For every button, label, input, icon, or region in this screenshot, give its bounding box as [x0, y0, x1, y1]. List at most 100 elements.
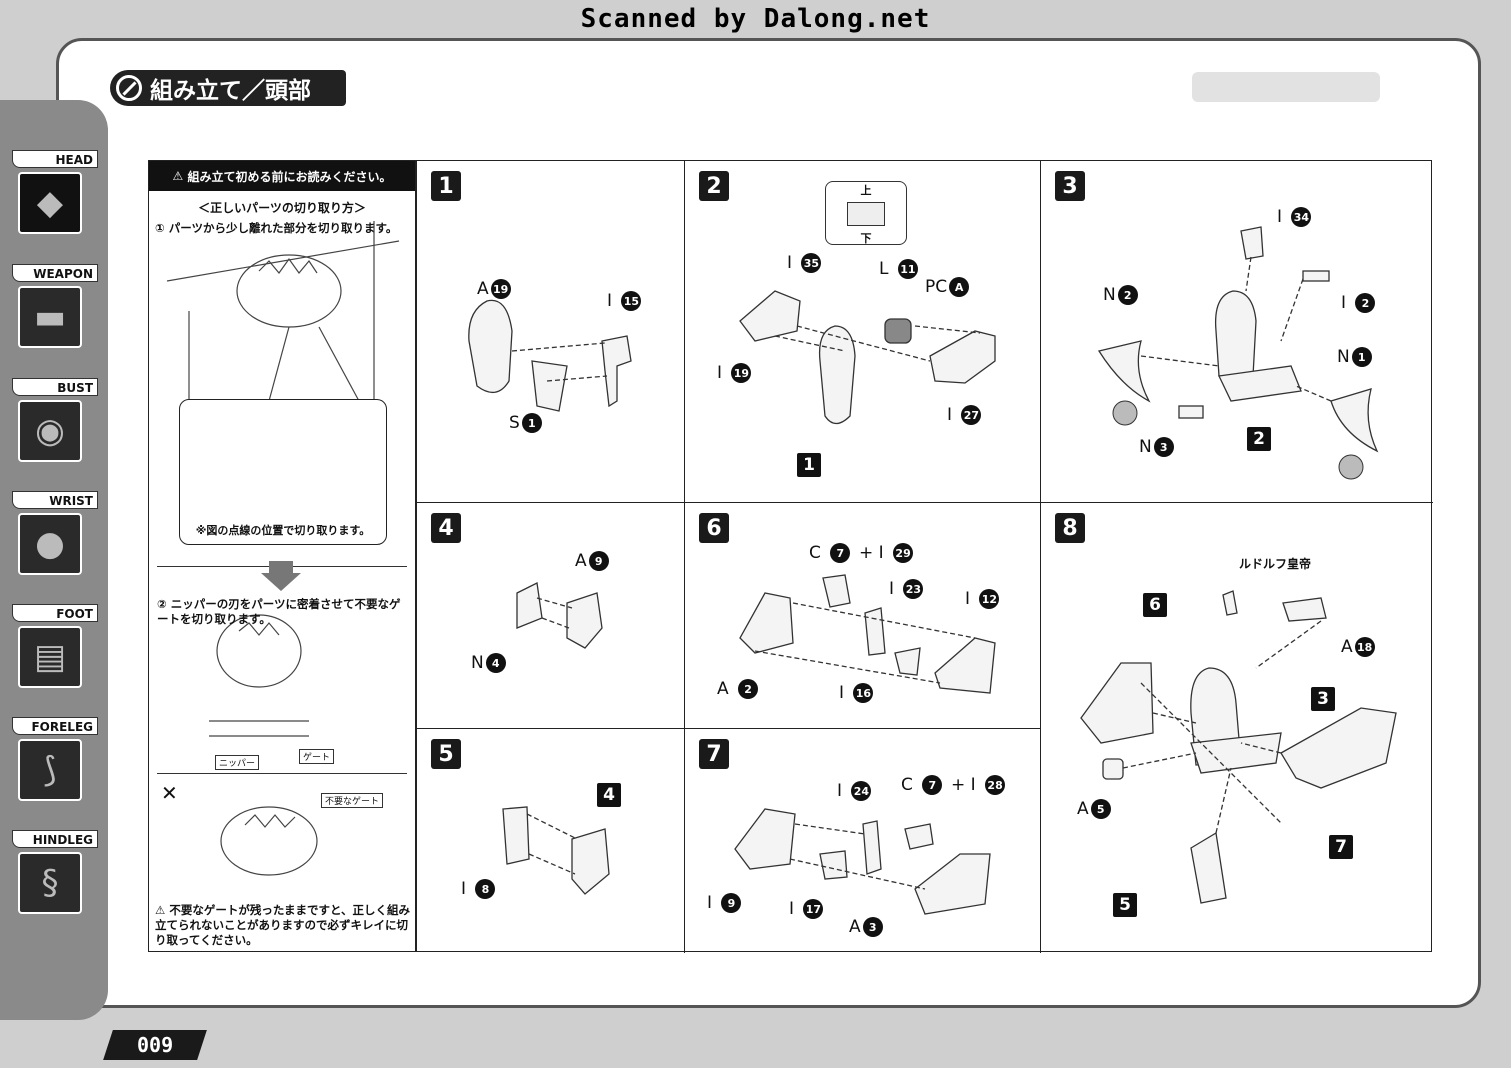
step-reference: 2: [1247, 427, 1271, 451]
inset-bottom-label: 下: [860, 232, 872, 245]
wrong-mark: ✕: [161, 781, 178, 805]
note-step2: ② ニッパーの刃をパーツに密着させて不要なゲートを切り取ります。: [157, 597, 401, 626]
step-reference: 3: [1311, 687, 1335, 711]
sidebar-item-wrist[interactable]: WRIST ●: [12, 491, 98, 587]
part-label: I 19: [717, 363, 752, 383]
part-label: L 11: [879, 259, 918, 279]
step-reference: 6: [1143, 593, 1167, 617]
unneeded-gate-tag: 不要なゲート: [321, 793, 384, 808]
wrist-icon: ●: [18, 513, 82, 575]
page-number: 009: [103, 1030, 207, 1060]
nipper-tag: ニッパー: [215, 755, 260, 770]
part-label: + I 29: [859, 543, 914, 563]
part-label: I 12: [965, 589, 1000, 609]
step-6-diagram: [739, 574, 996, 694]
part-label: + I 28: [951, 775, 1006, 795]
hindleg-icon: §: [18, 852, 82, 914]
sidebar-item-label: HINDLEG: [12, 830, 98, 848]
warning-icon: ⚠: [155, 903, 170, 917]
sidebar-item-label: WRIST: [12, 491, 98, 509]
divider: [157, 773, 407, 774]
gate-tag: ゲート: [299, 749, 335, 764]
sidebar-item-head[interactable]: HEAD ◆: [12, 150, 98, 246]
orientation-inset: 上 下: [825, 181, 907, 245]
note-step1: ① パーツから少し離れた部分を切り取ります。: [155, 221, 398, 235]
part-label: I 15: [607, 291, 642, 311]
step-number: 6: [699, 513, 729, 543]
part-label: I 9: [707, 893, 742, 913]
part-label: I 35: [787, 253, 822, 273]
inset-top-label: 上: [860, 184, 872, 197]
step-number: 5: [431, 739, 461, 769]
step-6: 6 C 7 + I 29 I 23 I 12 A 2 I 16: [685, 503, 1041, 729]
sidebar-item-hindleg[interactable]: HINDLEG §: [12, 830, 98, 926]
step-5: 5 4 I 8: [417, 729, 685, 953]
part-label: I 2: [1341, 293, 1376, 313]
corner-decoration: [1192, 72, 1380, 102]
step-4-diagram: [516, 582, 603, 649]
scan-credit: Scanned by Dalong.net: [580, 4, 931, 34]
wolf-head-icon: ◆: [18, 172, 82, 234]
step-8-diagram: [1080, 590, 1397, 904]
sidebar-item-label: HEAD: [12, 150, 98, 168]
step-number: 1: [431, 171, 461, 201]
sidebar-item-bust[interactable]: BUST ◉: [12, 378, 98, 474]
step-number: 2: [699, 171, 729, 201]
sidebar-item-label: FOOT: [12, 604, 98, 622]
step-reference: 5: [1113, 893, 1137, 917]
part-label: A 2: [717, 679, 759, 699]
note-header-text: 組み立て初める前にお読みください。: [187, 169, 392, 184]
cutting-instructions-panel: ⚠ 組み立て初める前にお読みください。 ＜正しいパーツの切り取り方＞ ① パーツ…: [148, 160, 416, 952]
inset-part: [847, 202, 885, 226]
page-title-bar: 組み立て／頭部: [110, 70, 346, 106]
step-number: 7: [699, 739, 729, 769]
step-7-diagram: [734, 808, 991, 915]
note-header: ⚠ 組み立て初める前にお読みください。: [149, 161, 415, 191]
page-title: 組み立て／頭部: [150, 78, 311, 104]
part-label: I 23: [889, 579, 924, 599]
warning-text: 不要なゲートが残ったままですと、正しく組み立てられないことがありますので必ずキレ…: [155, 903, 411, 947]
part-label: I 8: [461, 879, 496, 899]
sidebar-item-foreleg[interactable]: FORELEG ⟆: [12, 717, 98, 813]
step-reference: 7: [1329, 835, 1353, 859]
foreleg-icon: ⟆: [18, 739, 82, 801]
sidebar-item-weapon[interactable]: WEAPON ▬: [12, 264, 98, 360]
page-number-text: 009: [136, 1033, 174, 1057]
sidebar-item-foot[interactable]: FOOT ▤: [12, 604, 98, 700]
runner-illustration: [166, 221, 400, 876]
sidebar-item-label: FORELEG: [12, 717, 98, 735]
sidebar-item-label: BUST: [12, 378, 98, 396]
note-warning: ⚠ 不要なゲートが残ったままですと、正しく組み立てられないことがありますので必ず…: [155, 903, 411, 948]
step-2-diagram: [739, 290, 996, 425]
warning-icon: ⚠: [172, 169, 188, 183]
step-3-diagram: [1097, 226, 1379, 480]
part-label: C 7: [901, 775, 943, 795]
step-reference: 4: [597, 783, 621, 807]
bust-icon: ◉: [18, 400, 82, 462]
foot-icon: ▤: [18, 626, 82, 688]
part-label: I 24: [837, 781, 872, 801]
step-5-diagram: [502, 806, 610, 895]
step-number: 3: [1055, 171, 1085, 201]
part-label: C 7: [809, 543, 851, 563]
inset-caption: ※図の点線の位置で切り取ります。: [195, 524, 371, 537]
wrench-icon: [116, 75, 142, 101]
sidebar-item-label: WEAPON: [12, 264, 98, 282]
